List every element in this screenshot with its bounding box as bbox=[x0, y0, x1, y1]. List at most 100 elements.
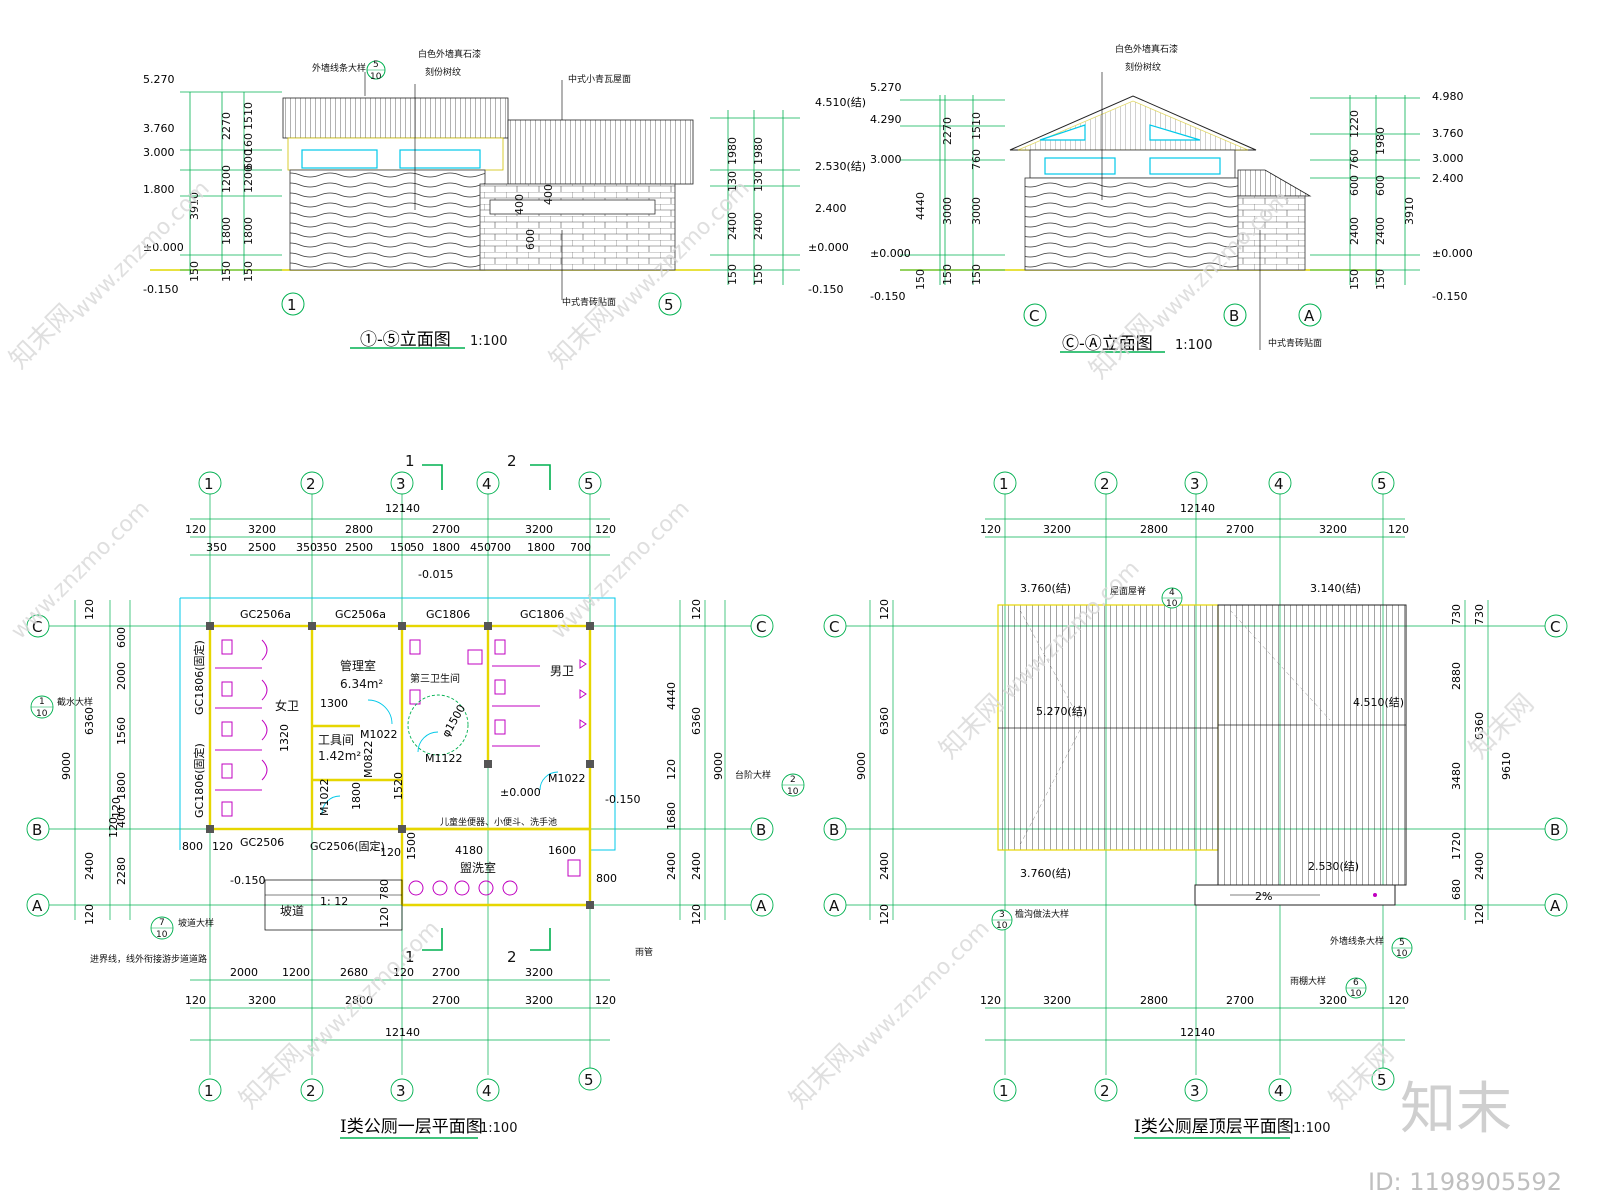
axis-label: 3 bbox=[396, 1082, 406, 1100]
dim-text: 150 bbox=[1348, 269, 1361, 290]
window-tag: GC1806(固定) bbox=[192, 640, 206, 715]
elev-c-a-title: Ⓒ-Ⓐ立面图 bbox=[1062, 334, 1153, 354]
dim-text: 1320 bbox=[278, 724, 291, 752]
level-mark: 3.760 bbox=[143, 122, 175, 135]
elev-1-5-callout: 中式青砖贴面 bbox=[562, 296, 616, 308]
dim-text: 120 bbox=[110, 797, 123, 818]
dim-text: 160 bbox=[242, 133, 255, 154]
level-mark: 4.510(结) bbox=[815, 96, 866, 109]
room-area: 6.34m² bbox=[340, 677, 383, 691]
dim-text: 1800 bbox=[220, 217, 233, 245]
dim-text: 600 bbox=[1374, 175, 1387, 196]
dim-text: 2800 bbox=[345, 994, 373, 1007]
axis-label: 1 bbox=[999, 1082, 1009, 1100]
dim-text: 450 bbox=[470, 541, 491, 554]
watermark-site: www.znzmo.com bbox=[67, 176, 215, 324]
dim-text: 1510 bbox=[970, 112, 983, 140]
callout-text: 檐沟做法大样 bbox=[1015, 908, 1069, 920]
door-tag: M1022 bbox=[548, 772, 586, 785]
level-mark: ±0.000 bbox=[500, 786, 541, 799]
axis-label: 3 bbox=[396, 475, 406, 493]
level-mark: ±0.000 bbox=[143, 241, 184, 254]
dim-text: 2680 bbox=[340, 966, 368, 979]
axis-label: 2 bbox=[1100, 475, 1110, 493]
axis-label: C bbox=[829, 618, 839, 636]
ramp-slope: 1: 12 bbox=[320, 895, 348, 908]
dim-text: 1800 bbox=[115, 772, 128, 800]
level-mark: ±0.000 bbox=[808, 241, 849, 254]
dim-text: 2400 bbox=[1374, 217, 1387, 245]
level-mark: 3.760(结) bbox=[1020, 867, 1071, 880]
axis-label: B bbox=[1550, 821, 1560, 839]
dim-text: 150 bbox=[242, 261, 255, 282]
dim-text: 150 bbox=[914, 269, 927, 290]
dim-text: 3200 bbox=[1043, 994, 1071, 1007]
note-text: 儿童坐便器、小便斗、洗手池 bbox=[440, 816, 557, 828]
dim-text: 3000 bbox=[970, 197, 983, 225]
axis-label: 2 bbox=[306, 475, 316, 493]
level-mark: 3.000 bbox=[143, 146, 175, 159]
plan-1f-scale: 1:100 bbox=[480, 1121, 517, 1136]
dim-text: 1200 bbox=[282, 966, 310, 979]
dim-text: 1800 bbox=[242, 217, 255, 245]
dim-text: 2700 bbox=[432, 994, 460, 1007]
dim-text: 150 bbox=[220, 261, 233, 282]
dim-text: 120 bbox=[980, 994, 1001, 1007]
dim-text: 150 bbox=[970, 264, 983, 285]
level-mark: 4.980 bbox=[1432, 90, 1464, 103]
room-area: 1.42m² bbox=[318, 749, 361, 763]
note-text: 雨管 bbox=[635, 946, 653, 958]
dim-text: 150 bbox=[726, 264, 739, 285]
watermark-site: www.znzmo.com bbox=[297, 916, 445, 1064]
ref-sheet: 10 bbox=[1350, 989, 1362, 999]
ref-num: 5 bbox=[1399, 938, 1405, 948]
dim-text: 12140 bbox=[1180, 502, 1215, 515]
dim-text: 50 bbox=[410, 541, 424, 554]
level-mark: 3.000 bbox=[1432, 152, 1464, 165]
dim-text: 1500 bbox=[405, 832, 418, 860]
level-mark: 5.270(结) bbox=[1036, 705, 1087, 718]
dim-text: 2400 bbox=[726, 212, 739, 240]
asset-id: ID: 1198905592 bbox=[1368, 1168, 1562, 1196]
elevation-c-a bbox=[900, 72, 1420, 353]
level-mark: 3.760 bbox=[1432, 127, 1464, 140]
dim-text: 2400 bbox=[878, 852, 891, 880]
dim-text: 120 bbox=[1388, 994, 1409, 1007]
dim-text: 1800 bbox=[350, 782, 363, 810]
level-mark: 2.530(结) bbox=[815, 160, 866, 173]
level-mark: 2.400 bbox=[1432, 172, 1464, 185]
dim-text: 760 bbox=[970, 149, 983, 170]
elev-1-5-scale: 1:100 bbox=[470, 334, 507, 349]
level-mark: -0.015 bbox=[418, 568, 453, 581]
dim-text: 1980 bbox=[726, 137, 739, 165]
axis-label: 5 bbox=[584, 1071, 594, 1089]
plan-1f-title: I类公厕一层平面图 bbox=[340, 1117, 483, 1137]
dim-text: φ1500 bbox=[439, 702, 468, 739]
ref-num: 7 bbox=[159, 918, 165, 928]
dim-text: 700 bbox=[570, 541, 591, 554]
axis-label: 4 bbox=[482, 1082, 492, 1100]
dim-text: 1980 bbox=[1374, 127, 1387, 155]
dim-text: 150 bbox=[390, 541, 411, 554]
dim-text: 3200 bbox=[1043, 523, 1071, 536]
note-text: 坡道大样 bbox=[178, 917, 214, 929]
elevation-1-5 bbox=[150, 60, 800, 349]
dim-text: 2400 bbox=[83, 852, 96, 880]
section-mark: 1 bbox=[405, 948, 415, 966]
door-tag: M0822 bbox=[362, 741, 375, 779]
level-mark: -0.150 bbox=[230, 874, 265, 887]
dim-text: 6360 bbox=[690, 707, 703, 735]
window-tag: GC1806 bbox=[520, 608, 564, 621]
dim-text: 12140 bbox=[385, 502, 420, 515]
dim-text: 1300 bbox=[320, 697, 348, 710]
dim-text: 1200 bbox=[242, 165, 255, 193]
axis-label: 4 bbox=[1274, 1082, 1284, 1100]
axis-label: 1 bbox=[287, 296, 297, 314]
brand-logo: 知末 bbox=[1400, 1077, 1512, 1142]
dim-text: 9000 bbox=[712, 752, 725, 780]
dim-text: 3000 bbox=[941, 197, 954, 225]
dim-text: 3910 bbox=[188, 192, 201, 220]
callout-text: 雨棚大样 bbox=[1290, 975, 1326, 987]
dim-text: 1560 bbox=[115, 717, 128, 745]
